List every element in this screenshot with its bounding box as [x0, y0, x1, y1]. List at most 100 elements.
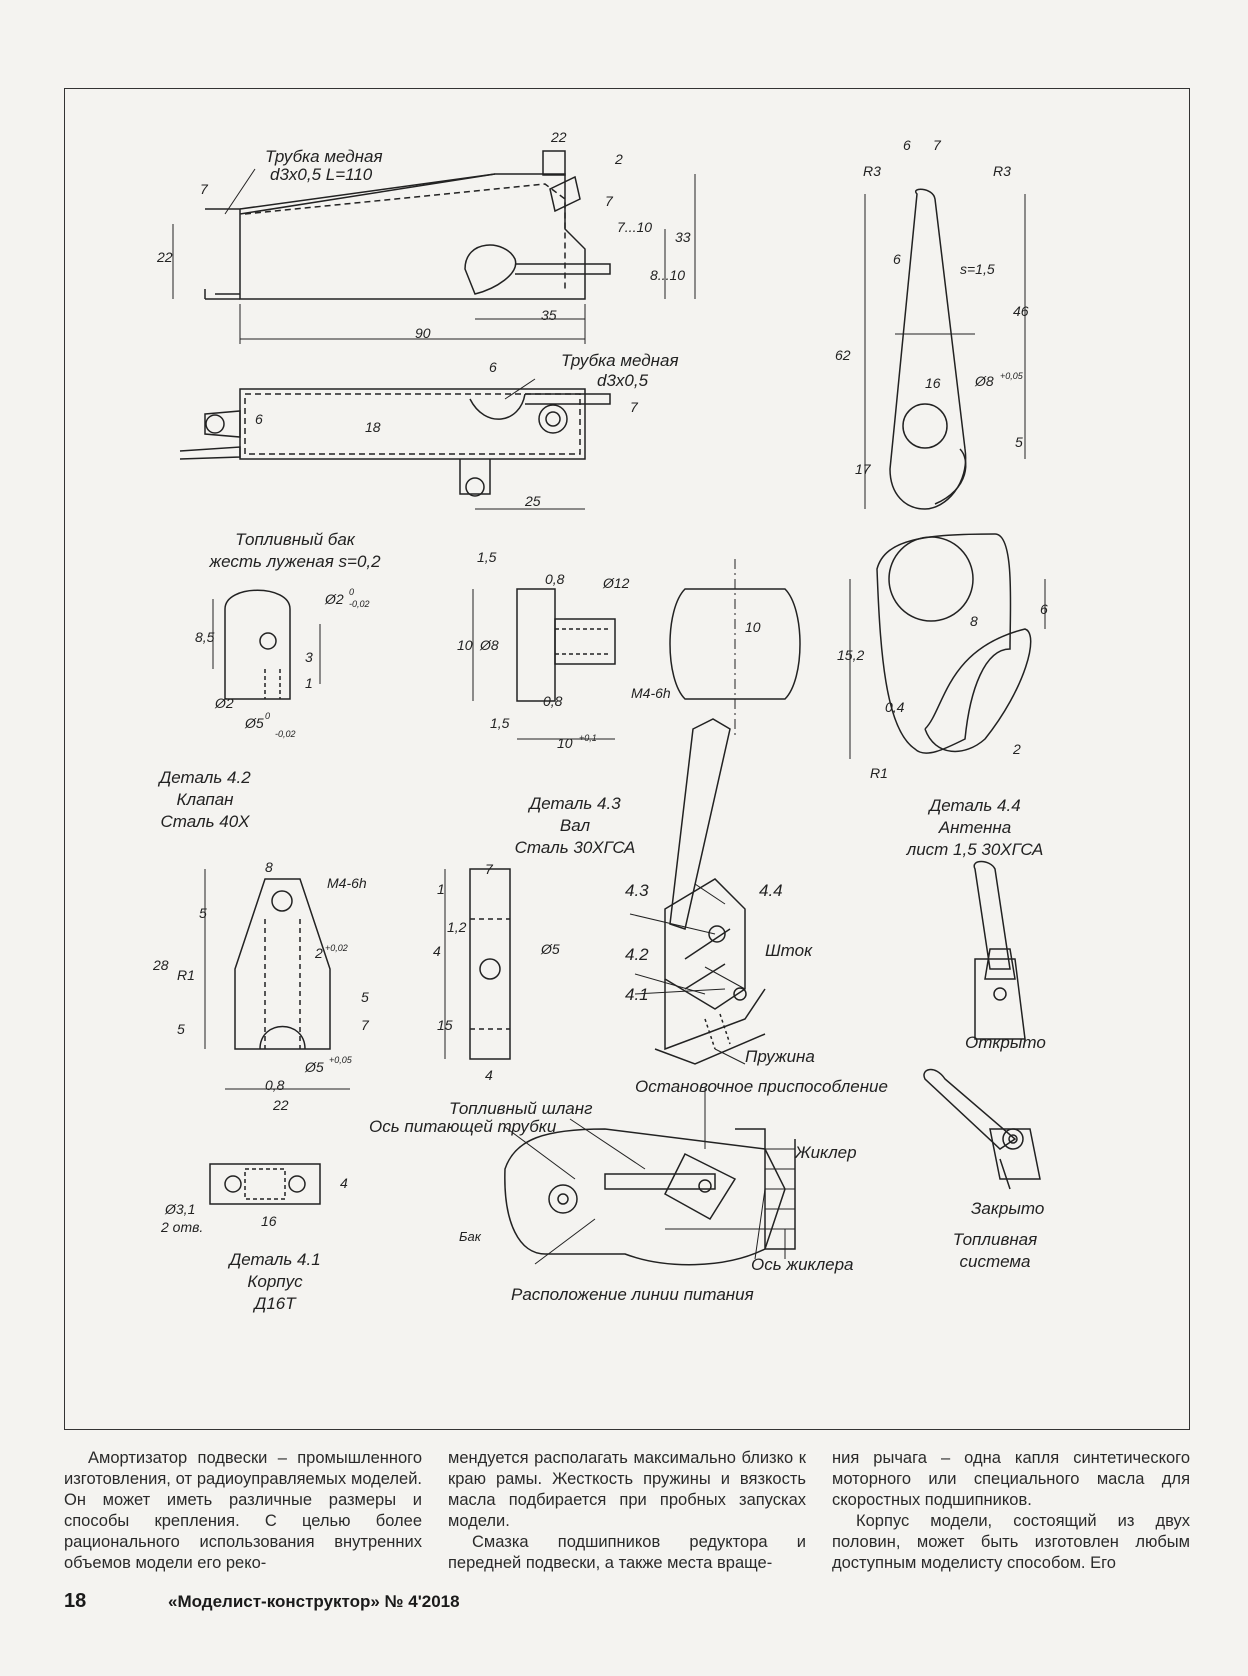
- fuel-line-label-tank: Бак: [459, 1229, 481, 1244]
- antenna-dim-hole: Ø8: [975, 373, 994, 389]
- tank-side-view: [172, 150, 696, 344]
- shaft-dim-10: 10: [457, 637, 473, 653]
- body-dim-r1: R1: [177, 967, 195, 983]
- fuel-line-label-jet: Жиклер: [795, 1143, 857, 1162]
- drawing-frame: Трубка медная d3x0,5 L=110 22 2 7 7 7...…: [64, 88, 1190, 1430]
- fuel-line-label-hose: Топливный шланг: [449, 1099, 593, 1118]
- tank-dim-neck: 7: [200, 181, 208, 197]
- body-dim-5c: 5: [177, 1021, 185, 1037]
- shaft-dim-08b: 0,8: [543, 693, 563, 709]
- column-3-paragraph-2: Корпус модели, состоящий из двух половин…: [832, 1512, 1190, 1572]
- column-2-paragraph-1: мендуется располагать максимально близко…: [448, 1449, 806, 1530]
- text-column-2: мендуется располагать максимально близко…: [448, 1448, 806, 1574]
- antenna-detail-dim-6: 6: [1040, 601, 1048, 617]
- body-dim-28: 28: [153, 957, 169, 973]
- fuel-system-closed: [923, 1068, 1041, 1190]
- body-dim-thread: M4-6h: [327, 875, 367, 891]
- valve-dim-3: 3: [305, 649, 313, 665]
- shaft-dim-tol: +0,1: [579, 733, 597, 743]
- body-side-dim-15: 15: [437, 1017, 453, 1033]
- antenna-dim-5: 5: [1015, 434, 1023, 450]
- body-dim-5b: 5: [361, 989, 369, 1005]
- valve-dim-d5-up: 0: [265, 711, 271, 721]
- antenna-dim-46: 46: [1013, 303, 1029, 319]
- shaft-dim-08a: 0,8: [545, 571, 565, 587]
- assembly-label-rod: Шток: [765, 941, 813, 960]
- tank-dim-length: 90: [415, 325, 431, 341]
- antenna-detail-dim-r1: R1: [870, 765, 888, 781]
- column-2-paragraph-2: Смазка подшипников редуктора и передней …: [448, 1533, 806, 1572]
- antenna-detail-dim-2: 2: [1013, 741, 1021, 757]
- body-side-dim-7: 7: [485, 861, 493, 877]
- assembly-label-44: 4.4: [759, 881, 783, 900]
- antenna-dim-r3b: R3: [993, 163, 1011, 179]
- fuel-line-label-stop: Остановочное приспособление: [635, 1077, 888, 1096]
- column-3-paragraph-1: ния рычага – одна капля синтетического м…: [832, 1449, 1190, 1509]
- fuel-line-label-pipe-axis: Ось питающей трубки: [369, 1117, 557, 1136]
- tank-dim-outlet: 8...10: [650, 267, 686, 283]
- tank-dim-pipe: 7...10: [617, 219, 653, 235]
- valve-dim-85: 8,5: [195, 629, 215, 645]
- shaft-detail: [472, 559, 801, 740]
- shaft-dim-15a: 1,5: [477, 549, 497, 565]
- fuel-system-open: [973, 860, 1026, 1040]
- tank-top-dim-18: 18: [365, 419, 381, 435]
- body-dim-22: 22: [273, 1097, 289, 1113]
- shaft-dim-d8: Ø8: [480, 637, 499, 653]
- assembly-view: [654, 718, 766, 1065]
- leader-lines: [224, 168, 766, 1260]
- assembly-label-43: 4.3: [625, 881, 649, 900]
- valve-dim-1: 1: [305, 675, 313, 691]
- tank-pipe2-spec: d3x0,5: [597, 371, 649, 390]
- antenna-detail-view: [849, 533, 1046, 759]
- tank-top-view: [179, 388, 611, 510]
- body-plan-dim-hole: Ø3,1: [165, 1201, 196, 1217]
- antenna-main-view: [864, 188, 1026, 510]
- antenna-dim-16: 16: [925, 375, 941, 391]
- body-plan-dim-4: 4: [340, 1175, 348, 1191]
- valve-dim-tol-up: 0: [349, 587, 355, 597]
- body-dim-2: 2: [315, 945, 323, 961]
- tank-pipe-spec: d3x0,5 L=110: [270, 165, 373, 184]
- valve-dim-hole: Ø2: [325, 591, 344, 607]
- valve-dim-d5: Ø5: [245, 715, 264, 731]
- body-detail: [204, 868, 511, 1205]
- body-side-dim-4b: 4: [485, 1067, 493, 1083]
- body-dim-d5-tol: +0,05: [329, 1055, 352, 1065]
- valve-dim-d5-down: -0,02: [275, 729, 296, 739]
- body-dim-d5: Ø5: [305, 1059, 324, 1075]
- antenna-dim-tol: +0,05: [1000, 371, 1023, 381]
- body-dim-5a: 5: [199, 905, 207, 921]
- tank-top-dim-6b: 6: [255, 411, 263, 427]
- tank-pipe-label: Трубка медная: [265, 147, 383, 166]
- body-dim-8: 8: [265, 859, 273, 875]
- body-side-dim-1: 1: [437, 881, 445, 897]
- page-number: 18: [64, 1590, 87, 1612]
- valve-detail: [212, 589, 321, 700]
- assembly-label-spring: Пружина: [745, 1047, 815, 1066]
- tank-dim-cap: 2: [615, 151, 623, 167]
- shaft-dim-thread: M4-6h: [631, 685, 671, 701]
- technical-drawings: [172, 150, 1046, 1266]
- assembly-label-41: 4.1: [625, 985, 649, 1004]
- tank-top-dim-6: 6: [489, 359, 497, 375]
- fuel-system-open-label: Открыто: [965, 1033, 1046, 1052]
- antenna-dim-62: 62: [835, 347, 851, 363]
- fuel-system-closed-label: Закрыто: [971, 1199, 1045, 1218]
- body-plan-dim-count: 2 отв.: [161, 1219, 204, 1235]
- body-plan-dim-16: 16: [261, 1213, 277, 1229]
- body-dim-2-tol: +0,02: [325, 943, 348, 953]
- shaft-dim-10-flat: 10: [745, 619, 761, 635]
- magazine-title: «Моделист-конструктор» № 4'2018: [168, 1592, 460, 1611]
- text-column-3: ния рычага – одна капля синтетического м…: [832, 1448, 1190, 1574]
- assembly-label-42: 4.2: [625, 945, 649, 964]
- text-column-1: Амортизатор подвески – промышленного изг…: [64, 1448, 422, 1574]
- tank-pipe2-label: Трубка медная: [561, 351, 679, 370]
- tank-dim-35: 35: [541, 307, 557, 323]
